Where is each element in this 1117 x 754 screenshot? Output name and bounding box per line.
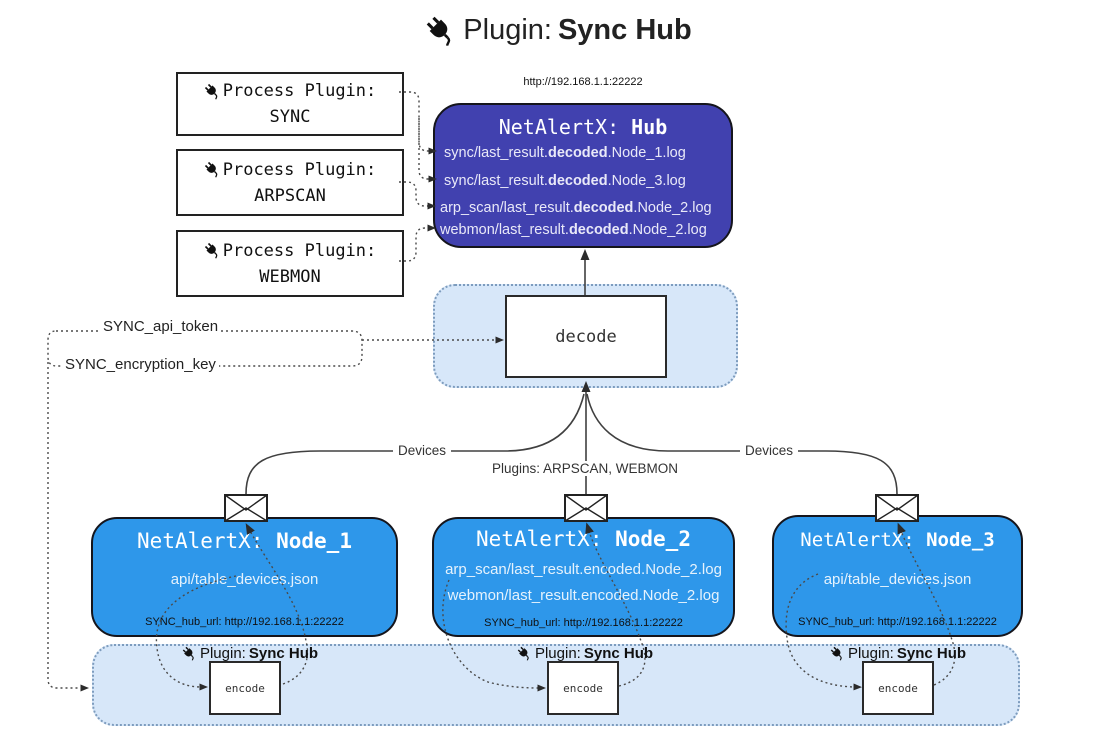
node-title-bold: Node_3 (926, 529, 995, 551)
process-plugin-label-row: Process Plugin: (204, 238, 377, 264)
node-title-prefix: NetAlertX: (137, 529, 277, 553)
node-hub-url: SYNC_hub_url: http://192.168.1.1:22222 (484, 617, 683, 629)
plug-icon (204, 242, 221, 259)
node-box-node-2: NetAlertX: Node_2 arp_scan/last_result.e… (432, 517, 735, 637)
edge-settings-to-encode-panel (47, 362, 89, 692)
sync-plugin-label: Plugin: Sync Hub (830, 645, 966, 662)
hub-title-prefix: NetAlertX: (498, 115, 632, 139)
process-plugin-label: Process Plugin: (222, 81, 377, 101)
encode-label: encode (878, 681, 918, 695)
encode-box: encode (862, 661, 934, 715)
sync-plugin-label: Plugin: Sync Hub (182, 645, 318, 662)
process-plugin-box-sync: Process Plugin: SYNC (176, 72, 404, 136)
plug-icon (204, 161, 221, 178)
process-plugin-label: Process Plugin: (222, 240, 377, 261)
log-pre: arp_scan/last_result. (440, 200, 574, 216)
process-plugin-name: WEBMON (259, 266, 321, 287)
sync-plugin-bold: Sync Hub (583, 645, 654, 662)
edge-label-plugins: Plugins: ARPSCAN, WEBMON (486, 461, 684, 476)
sync-plugin-prefix: Plugin: (534, 645, 581, 662)
log-bold: decoded (568, 222, 629, 238)
node-title: NetAlertX: Node_1 (93, 529, 396, 553)
sync-plugin-bold: Sync Hub (896, 645, 967, 662)
hub-box: NetAlertX: Hub sync/last_result.decoded.… (433, 103, 733, 248)
encode-box: encode (547, 661, 619, 715)
process-plugin-label-row: Process Plugin: (204, 78, 377, 104)
process-plugin-box-arpscan: Process Plugin: ARPSCAN (176, 149, 404, 216)
hub-title-bold: Hub (631, 115, 668, 139)
process-plugin-label-row: Process Plugin: (204, 157, 377, 183)
node-file: api/table_devices.json (170, 571, 319, 588)
page-title-prefix: Plugin: (463, 14, 552, 46)
sync-plugin-prefix: Plugin: (199, 645, 246, 662)
process-plugin-name: SYNC (269, 107, 311, 127)
process-plugin-label: Process Plugin: (222, 159, 377, 180)
node-hub-url: SYNC_hub_url: http://192.168.1.1:22222 (798, 616, 997, 628)
decode-box: decode (505, 295, 667, 378)
edge-sync-plugin-to-hub-2 (418, 118, 437, 183)
node-title-bold: Node_1 (276, 529, 352, 553)
edge-label-devices-right: Devices (740, 443, 799, 458)
sync-api-token-label: SYNC_api_token (100, 318, 222, 335)
sync-plugin-bold: Sync Hub (248, 645, 319, 662)
hub-title: NetAlertX: Hub (435, 115, 731, 139)
plug-icon (425, 15, 457, 47)
log-post: .Node_2.log (628, 222, 707, 238)
encode-label: encode (225, 681, 265, 695)
hub-log-line: sync/last_result.decoded.Node_3.log (444, 173, 686, 189)
log-pre: webmon/last_result. (440, 222, 569, 238)
page-title-bold: Sync Hub (557, 14, 692, 46)
node-title-bold: Node_2 (615, 527, 691, 551)
log-bold: decoded (573, 200, 634, 216)
hub-url-label: http://192.168.1.1:22222 (523, 76, 643, 88)
hub-log-line: arp_scan/last_result.decoded.Node_2.log (440, 200, 712, 216)
node-title: NetAlertX: Node_3 (774, 529, 1021, 551)
process-plugin-name: ARPSCAN (254, 185, 326, 206)
page-title: Plugin: Sync Hub (0, 14, 1117, 47)
process-plugin-box-webmon: Process Plugin: WEBMON (176, 230, 404, 297)
plug-icon (204, 83, 221, 100)
hub-log-line: sync/last_result.decoded.Node_1.log (444, 145, 686, 161)
node-title-prefix: NetAlertX: (476, 527, 616, 551)
node-file: arp_scan/last_result.encoded.Node_2.log (445, 561, 722, 578)
log-pre: sync/last_result. (444, 145, 548, 161)
log-post: .Node_1.log (607, 145, 686, 161)
encode-label: encode (563, 681, 603, 695)
plug-icon (182, 646, 197, 661)
sync-encryption-key-label: SYNC_encryption_key (62, 356, 219, 373)
log-pre: sync/last_result. (444, 173, 548, 189)
hub-log-line: webmon/last_result.decoded.Node_2.log (440, 222, 707, 238)
log-bold: decoded (547, 173, 608, 189)
plug-icon (830, 646, 845, 661)
node-box-node-1: NetAlertX: Node_1 api/table_devices.json… (91, 517, 398, 637)
node-file: webmon/last_result.encoded.Node_2.log (447, 587, 720, 604)
plug-icon (517, 646, 532, 661)
decode-label: decode (555, 326, 617, 347)
log-bold: decoded (547, 145, 608, 161)
log-post: .Node_3.log (607, 173, 686, 189)
node-title: NetAlertX: Node_2 (434, 527, 733, 551)
node-title-prefix: NetAlertX: (800, 529, 927, 551)
node-box-node-3: NetAlertX: Node_3 api/table_devices.json… (772, 515, 1023, 637)
log-post: .Node_2.log (633, 200, 712, 216)
sync-plugin-label: Plugin: Sync Hub (517, 645, 653, 662)
sync-plugin-prefix: Plugin: (847, 645, 894, 662)
edge-label-devices-left: Devices (393, 443, 452, 458)
node-file: api/table_devices.json (823, 571, 972, 588)
node-hub-url: SYNC_hub_url: http://192.168.1.1:22222 (145, 616, 344, 628)
encode-box: encode (209, 661, 281, 715)
